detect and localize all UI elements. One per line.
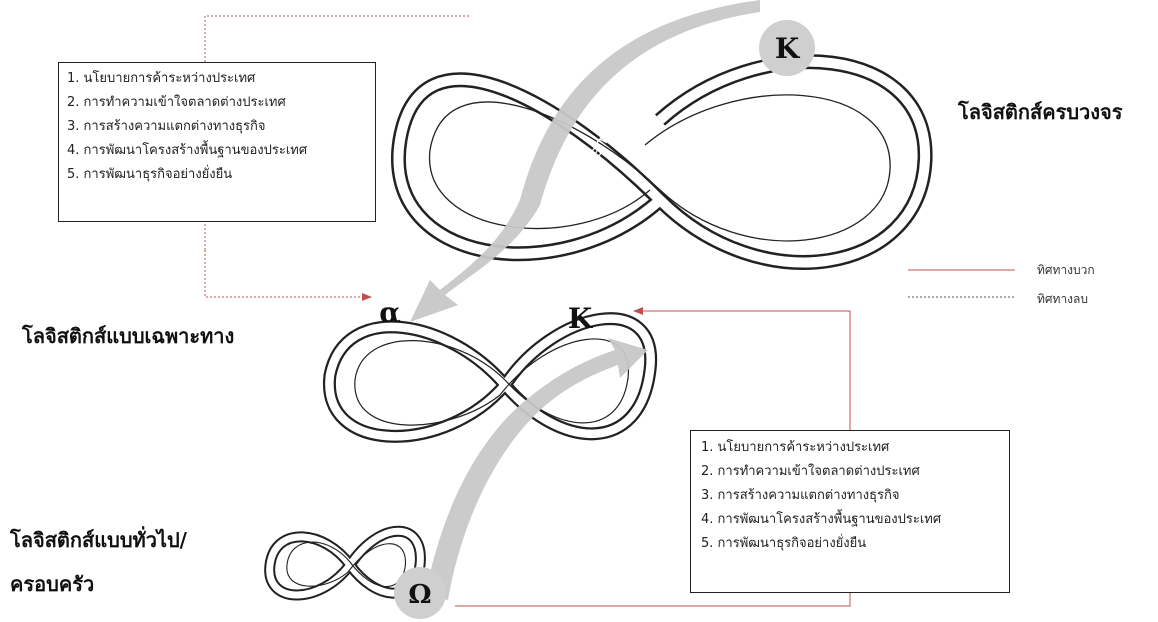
- negative-connector-left: [204, 250, 365, 298]
- positive-connector-right: [640, 310, 851, 430]
- infinity-loop-medium: [323, 312, 658, 443]
- k-symbol-middle: K: [568, 302, 594, 335]
- omega-symbol: Ω: [408, 580, 431, 610]
- legend-lines: [908, 269, 1015, 298]
- alpha-symbol: α: [379, 296, 401, 329]
- title-full-logistics: โลจิสติกส์ครบวงจร: [958, 100, 1123, 124]
- factors-box-left: 1. นโยบายการค้าระหว่างประเทศ 2. การทำควา…: [58, 62, 376, 222]
- factor-item: 1. นโยบายการค้าระหว่างประเทศ: [701, 440, 890, 455]
- gray-arrows: [410, 0, 760, 600]
- connector-arrowhead-right: [633, 307, 643, 315]
- positive-connector-bottom: [455, 593, 851, 607]
- connector-arrowhead-left: [362, 293, 372, 301]
- factor-item: 1. นโยบายการค้าระหว่างประเทศ: [67, 71, 256, 86]
- factor-item: 4. การพัฒนาโครงสร้างพื้นฐานของประเทศ: [67, 143, 308, 158]
- legend-negative-label: ทิศทางลบ: [1037, 292, 1089, 306]
- title-general-line1: โลจิสติกส์แบบทั่วไป/: [10, 528, 187, 552]
- factors-box-right: 1. นโยบายการค้าระหว่างประเทศ 2. การทำควา…: [690, 430, 1010, 593]
- title-general-logistics: โลจิสติกส์แบบทั่วไป/ ครอบครัว: [10, 518, 187, 606]
- phase-symbols: K K α Ω: [379, 20, 815, 619]
- revolt-arrow: [425, 338, 648, 600]
- factor-item: 4. การพัฒนาโครงสร้างพื้นฐานของประเทศ: [701, 512, 942, 527]
- title-general-line2: ครอบครัว: [10, 572, 95, 596]
- factor-item: 2. การทำความเข้าใจตลาดต่างประเทศ: [67, 95, 286, 110]
- omega-circle: [394, 567, 446, 619]
- k-circle-top: [759, 20, 815, 76]
- title-specific-logistics: โลจิสติกส์แบบเฉพาะทาง: [22, 324, 235, 348]
- remember-arrow: [410, 0, 760, 322]
- factor-item: 3. การสร้างความแตกต่างทางธุรกิจ: [67, 119, 266, 134]
- k-symbol-top: K: [775, 32, 801, 65]
- factor-item: 5. การพัฒนาธุรกิจอย่างยั่งยืน: [701, 536, 867, 551]
- factor-item: 3. การสร้างความแตกต่างทางธุรกิจ: [701, 488, 900, 503]
- factor-item: 2. การทำความเข้าใจตลาดต่างประเทศ: [701, 464, 920, 479]
- infinity-loop-small: [264, 525, 426, 601]
- legend-positive-label: ทิศทางบวก: [1037, 263, 1095, 277]
- infinity-loop-large: [390, 54, 933, 270]
- factor-item: 5. การพัฒนาธุรกิจอย่างยั่งยืน: [67, 167, 233, 182]
